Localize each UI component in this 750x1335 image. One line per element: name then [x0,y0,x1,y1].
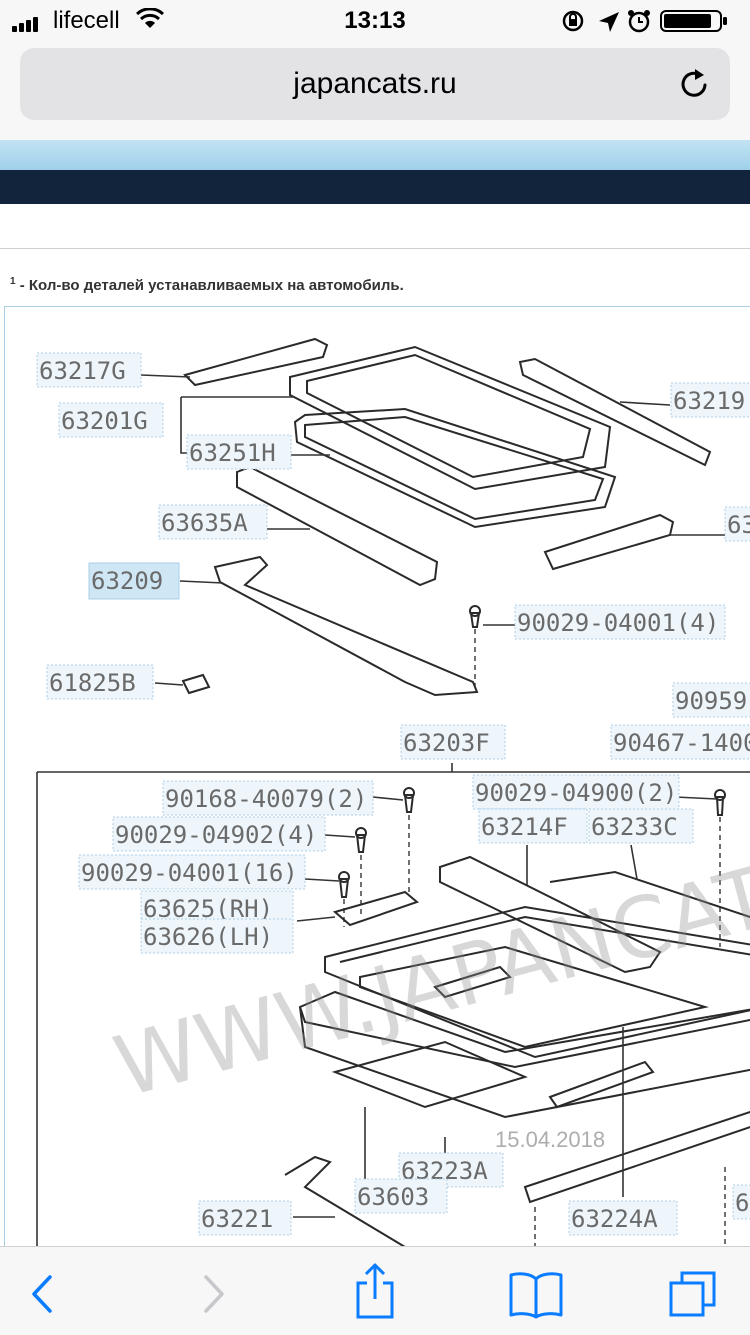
part-label[interactable]: 90467-1400 [610,724,750,760]
footnote-text: - Кол-во деталей устанавливаемых на авто… [15,277,404,294]
svg-text:63251H: 63251H [189,439,276,467]
svg-text:63209: 63209 [91,567,163,595]
part-label[interactable]: 63 [724,506,750,542]
status-bar: lifecell 13:13 [0,0,750,40]
parts-diagram: .pl { font-family:"DejaVu Sans Mono", mo… [4,306,750,1267]
svg-text:90029-04900(2): 90029-04900(2) [475,779,677,807]
footnote: 1 - Кол-во деталей устанавливаемых на ав… [10,276,404,294]
svg-text:90168-40079(2): 90168-40079(2) [165,785,367,813]
svg-text:6: 6 [735,1189,749,1217]
part-label[interactable]: 90029-04001(16) [78,854,306,890]
part-label[interactable]: 63635A [158,504,268,540]
svg-text:63233C: 63233C [591,813,678,841]
svg-text:63603: 63603 [357,1183,429,1211]
url-text[interactable]: japancats.ru [293,67,457,100]
carrier-name: lifecell [53,7,120,34]
status-right-icons [561,8,736,39]
diagram-canvas: .pl { font-family:"DejaVu Sans Mono", mo… [36,337,750,1267]
part-labels: 63217G 63201G 63251H 63219 63635A 63 632… [36,352,750,1236]
part-label[interactable]: 63214F [478,808,588,844]
part-label[interactable]: 63221 [198,1200,292,1236]
part-label[interactable]: 63251H [186,434,292,470]
svg-text:63201G: 63201G [61,407,148,435]
clock: 13:13 [344,7,406,34]
divider [0,248,750,249]
svg-text:63635A: 63635A [161,509,248,537]
part-label[interactable]: 63224A [568,1200,678,1236]
back-icon[interactable] [20,1269,70,1319]
part-label[interactable]: 90029-04900(2) [472,774,680,810]
svg-text:90029-04001(4): 90029-04001(4) [517,609,719,637]
svg-text:90467-1400: 90467-1400 [613,729,750,757]
part-label[interactable]: 90029-04902(4) [112,816,326,852]
part-label[interactable]: 90959 [672,682,750,718]
part-label[interactable]: 90168-40079(2) [162,780,374,816]
battery-icon [660,10,727,32]
svg-text:63625(RH): 63625(RH) [143,895,273,923]
svg-text:63217G: 63217G [39,357,126,385]
part-label[interactable]: 63626(LH) [140,918,294,954]
part-label[interactable]: 63233C [588,808,694,844]
footnote-marker: 1 [10,276,16,287]
part-label[interactable]: 63201G [58,402,164,438]
svg-text:63: 63 [727,511,750,539]
wifi-icon [136,8,164,28]
part-label[interactable]: 6 [732,1184,750,1220]
bookmarks-icon[interactable] [508,1269,564,1319]
site-header-dark [0,170,750,204]
date-stamp: 15.04.2018 [495,1127,605,1152]
orientation-lock-icon [562,10,584,32]
site-header-light [0,140,750,170]
address-bar[interactable]: japancats.ru [20,48,730,120]
part-drawings [36,337,750,1267]
forward-icon[interactable] [188,1269,238,1319]
part-label[interactable]: 63219 [670,382,750,418]
part-label[interactable]: 63217G [36,352,142,388]
svg-text:90029-04001(16): 90029-04001(16) [81,859,298,887]
svg-text:63221: 63221 [201,1205,273,1233]
svg-text:63224A: 63224A [571,1205,658,1233]
browser-toolbar [0,1246,750,1335]
svg-text:63219: 63219 [673,387,745,415]
svg-text:63626(LH): 63626(LH) [143,923,273,951]
svg-text:63203F: 63203F [403,729,490,757]
part-label[interactable]: 63203F [400,724,506,760]
browser-chrome: japancats.ru [0,40,750,140]
alarm-icon [628,10,650,33]
tabs-icon[interactable] [668,1269,718,1319]
part-label[interactable]: 90029-04001(4) [514,604,726,640]
svg-text:90029-04902(4): 90029-04902(4) [115,821,317,849]
svg-text:61825B: 61825B [49,669,136,697]
part-label[interactable]: 63603 [354,1178,448,1214]
svg-text:63214F: 63214F [481,813,568,841]
part-label[interactable]: 63209 [88,562,180,600]
svg-text:90959: 90959 [675,687,747,715]
signal-icon [12,14,40,32]
part-label[interactable]: 61825B [46,664,154,700]
reload-icon[interactable] [678,66,712,102]
location-icon [599,12,619,32]
share-icon[interactable] [350,1261,400,1321]
